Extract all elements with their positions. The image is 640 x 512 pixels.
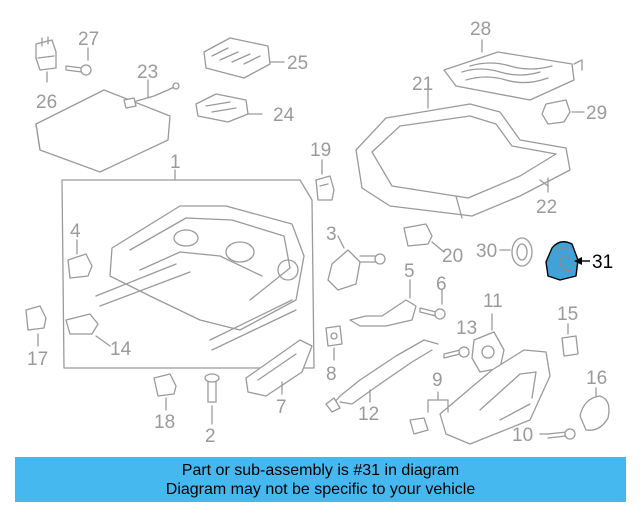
callout-11: 11: [483, 291, 503, 312]
callout-31: 31: [592, 252, 613, 273]
callout-12: 12: [358, 404, 379, 425]
parts-diagram: 1 2 3 4 5 6 7 8 9 10 11 12 13 14 15 16 1…: [25, 19, 613, 447]
callout-28: 28: [470, 19, 491, 40]
part-4-latch: [67, 239, 93, 279]
part-8-clip: [325, 325, 343, 361]
part-24-module: [195, 93, 263, 123]
callout-20: 20: [442, 246, 463, 267]
callout-19: 19: [310, 140, 331, 161]
part-12-cable: [325, 339, 439, 413]
part-20-cover: [403, 223, 445, 253]
banner-line-disclaimer: Diagram may not be specific to your vehi…: [165, 480, 476, 498]
callout-22: 22: [536, 197, 557, 218]
callout-13: 13: [456, 318, 477, 339]
info-banner: Part or sub-assembly is #31 in diagram D…: [15, 457, 626, 502]
part-21-seat-cushion: [355, 83, 571, 219]
part-31-cover-highlighted: [545, 241, 590, 281]
part-18-clip: [153, 373, 177, 411]
callout-1: 1: [170, 152, 181, 173]
callout-14: 14: [110, 339, 132, 360]
part-10-screw: [539, 428, 576, 440]
callout-18: 18: [154, 412, 175, 433]
callout-27: 27: [78, 29, 99, 50]
callout-5: 5: [404, 261, 415, 282]
part-6-bolt: [419, 289, 446, 320]
banner-line-part-number: Part or sub-assembly is #31 in diagram: [181, 461, 460, 479]
part-25-module: [203, 37, 285, 79]
part-13-bolt: [443, 346, 470, 359]
part-14-lever-cover: [65, 313, 111, 347]
callout-3: 3: [326, 224, 337, 245]
part-19-clip: [315, 159, 335, 201]
callout-21: 21: [412, 74, 433, 95]
callout-8: 8: [326, 364, 337, 385]
part-9-side-shield: [427, 349, 551, 445]
part-3-motor: [327, 235, 386, 291]
callout-9: 9: [432, 370, 443, 391]
callout-16: 16: [586, 368, 607, 389]
callout-2: 2: [205, 426, 216, 447]
part-26-bracket: [35, 36, 57, 83]
callout-4: 4: [70, 221, 81, 242]
callout-17: 17: [27, 349, 48, 370]
seat-mat-pad: [35, 89, 171, 173]
callout-29: 29: [586, 103, 607, 124]
part-5-bracket: [349, 279, 417, 327]
part-17-clip: [25, 305, 47, 347]
part-15-clip: [561, 323, 579, 357]
part-28-heater-pad: [443, 39, 583, 101]
part-1-seat-frame: [61, 169, 315, 369]
callout-7: 7: [276, 397, 287, 418]
part-16-knob: [579, 387, 610, 431]
part-29-switch: [541, 99, 585, 125]
callout-10: 10: [512, 425, 533, 446]
part-2-bolt: [204, 373, 220, 425]
part-7-trim-panel: [245, 339, 313, 397]
callout-6: 6: [436, 274, 447, 295]
callout-24: 24: [273, 105, 295, 126]
callout-30: 30: [476, 241, 497, 262]
callout-26: 26: [36, 92, 57, 113]
callout-25: 25: [287, 53, 308, 74]
part-27-bolt: [65, 47, 92, 76]
part-23-sensor-cable: [123, 79, 180, 109]
callout-15: 15: [557, 304, 578, 325]
callout-23: 23: [137, 62, 158, 83]
part-9-clip: [409, 417, 429, 435]
part-30-knob: [499, 237, 533, 267]
